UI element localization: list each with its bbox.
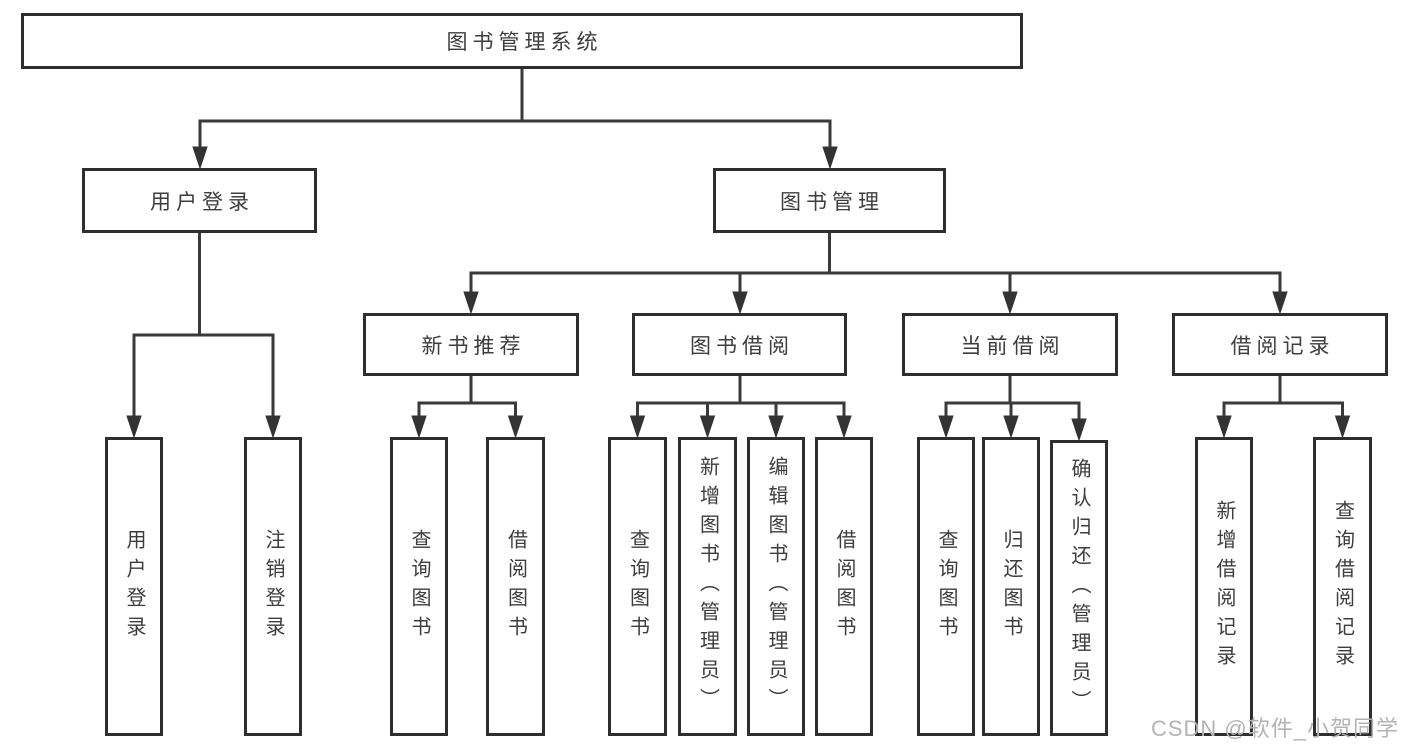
node-query-books-recommend: 查询图书 bbox=[390, 437, 448, 736]
node-book-borrowing: 图书借阅 bbox=[632, 313, 847, 376]
node-borrowing-records: 借阅记录 bbox=[1172, 313, 1388, 376]
node-edit-book-admin: 编辑图书（管理员） bbox=[747, 437, 805, 736]
node-add-borrow-record: 新增借阅记录 bbox=[1195, 437, 1253, 736]
node-borrow-books-recommend: 借阅图书 bbox=[486, 437, 545, 736]
node-add-book-admin: 新增图书（管理员） bbox=[678, 437, 737, 736]
node-return-book: 归还图书 bbox=[982, 437, 1040, 736]
node-current-borrowing: 当前借阅 bbox=[902, 313, 1118, 376]
node-user-login-leaf: 用户登录 bbox=[105, 437, 163, 736]
node-user-login: 用户登录 bbox=[82, 168, 317, 233]
node-borrow-books-leaf: 借阅图书 bbox=[815, 437, 873, 736]
node-library-management-system: 图书管理系统 bbox=[21, 13, 1023, 69]
node-new-book-recommendation: 新书推荐 bbox=[363, 313, 579, 376]
node-book-management: 图书管理 bbox=[713, 168, 946, 233]
node-logout-leaf: 注销登录 bbox=[244, 437, 302, 736]
csdn-watermark: CSDN @软件_小贺同学 bbox=[1150, 716, 1399, 741]
node-query-books-borrow: 查询图书 bbox=[608, 437, 667, 736]
node-query-borrow-record: 查询借阅记录 bbox=[1313, 437, 1372, 736]
node-query-books-current: 查询图书 bbox=[917, 437, 975, 736]
node-confirm-return-admin: 确认归还（管理员） bbox=[1050, 440, 1108, 736]
